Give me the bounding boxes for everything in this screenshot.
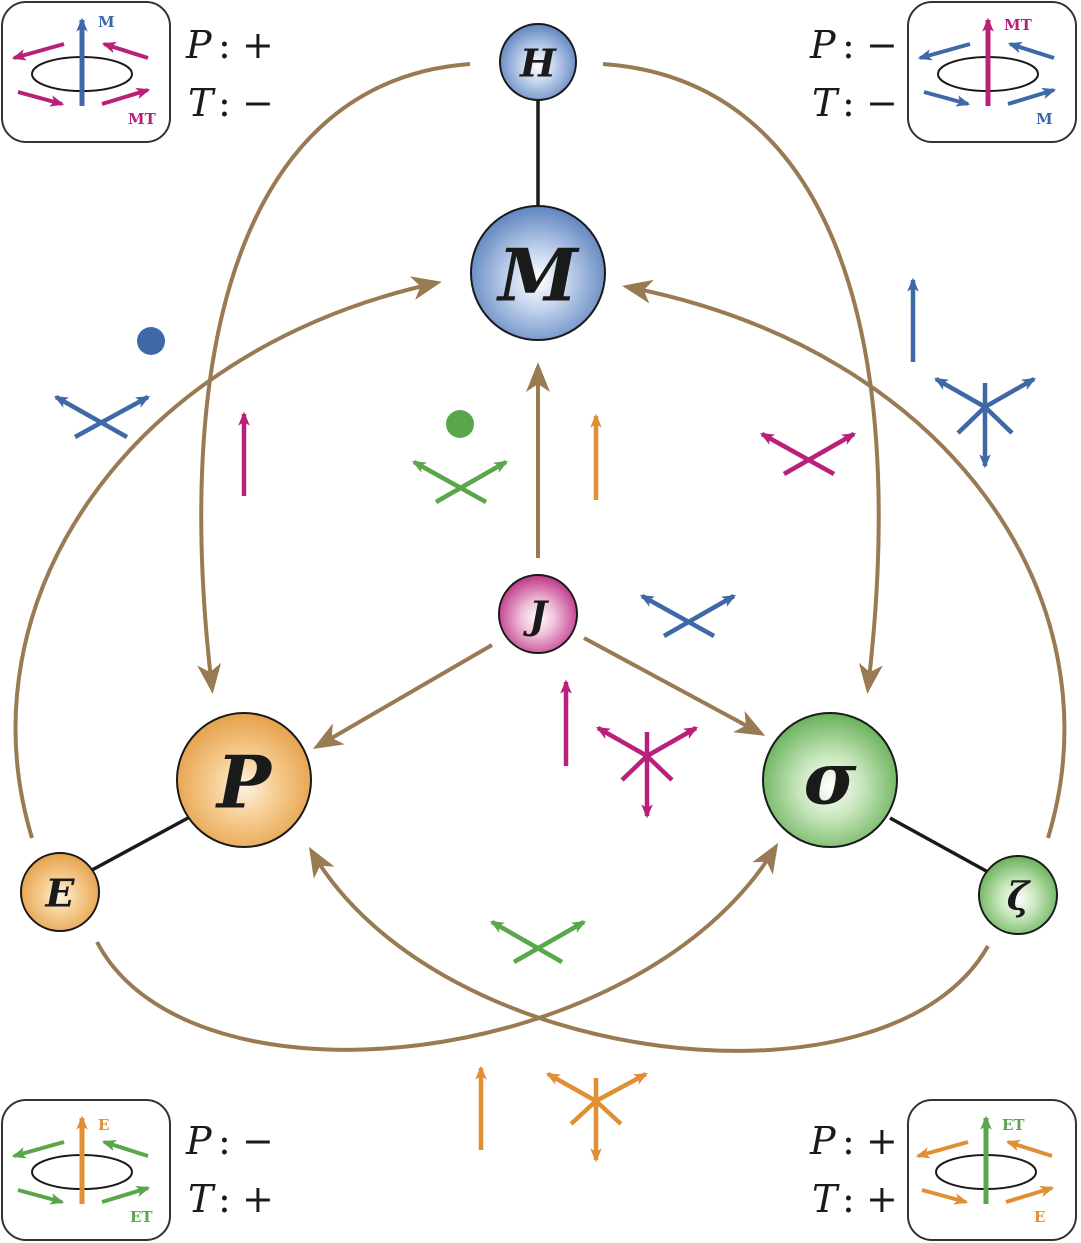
- node-E[interactable]: E: [20, 852, 100, 932]
- separator-text: :: [842, 81, 855, 125]
- magenta-cross-arrows-icon: [759, 432, 857, 476]
- coupling-edges: [13, 62, 1067, 1053]
- edge-H-to-sigma: [602, 62, 883, 694]
- edge-zeta-to-P: [308, 846, 990, 1053]
- node-J[interactable]: J: [498, 574, 578, 654]
- parity-sign: +: [866, 1119, 898, 1163]
- node-M[interactable]: M: [470, 205, 606, 341]
- magenta-triad-arrows-icon: [595, 726, 699, 819]
- blue-dot-icon: [137, 327, 165, 355]
- separator-text: :: [218, 1119, 231, 1163]
- ring-tag-label: M: [1036, 110, 1053, 128]
- node-sigma-label: σ: [803, 736, 857, 821]
- pt-labels-top-left: P : + T : −: [185, 23, 274, 125]
- parity-sign: −: [866, 23, 898, 67]
- axis-tag-label: ET: [1002, 1116, 1025, 1134]
- pt-labels-bottom-right: P : + T : +: [809, 1119, 898, 1221]
- time-reversal-sign: +: [866, 1177, 898, 1221]
- parity-label: P: [809, 1119, 837, 1163]
- axis-tag-label: M: [98, 13, 115, 31]
- pt-labels-top-right: P : − T : −: [809, 23, 898, 125]
- ring-tag-label: E: [1034, 1208, 1045, 1226]
- blue-cross-arrows-icon: [53, 395, 151, 439]
- time-reversal-sign: +: [242, 1177, 274, 1221]
- node-H[interactable]: H: [499, 23, 577, 101]
- separator-text: :: [842, 1119, 855, 1163]
- edge-J-to-sigma: [583, 636, 766, 736]
- axis-tag-label: MT: [1004, 16, 1033, 34]
- time-reversal-label: T: [188, 81, 216, 125]
- time-reversal-sign: −: [866, 81, 898, 125]
- node-zeta-label: ζ: [1007, 874, 1032, 919]
- green-cross-arrows-icon: [489, 920, 587, 964]
- corner-box-top-right: MT M: [907, 1, 1077, 143]
- ring-tag-label: MT: [128, 110, 157, 128]
- time-reversal-sign: −: [242, 81, 274, 125]
- time-reversal-label: T: [812, 1177, 840, 1221]
- parity-label: P: [185, 1119, 213, 1163]
- node-sigma[interactable]: σ: [762, 712, 898, 848]
- node-H-label: H: [519, 41, 557, 86]
- parity-sign: +: [242, 23, 274, 67]
- green-cross-arrows-icon: [411, 460, 509, 504]
- corner-box-bottom-right: ET E: [907, 1099, 1077, 1241]
- conjugate-links: [91, 100, 989, 874]
- separator-text: :: [218, 1177, 231, 1221]
- time-reversal-label: T: [188, 1177, 216, 1221]
- node-M-label: M: [495, 233, 580, 318]
- link-sigma-zeta: [889, 816, 989, 874]
- edge-E-to-sigma: [95, 842, 779, 1052]
- node-E-label: E: [45, 871, 76, 916]
- separator-text: :: [218, 23, 231, 67]
- edge-J-to-P: [312, 643, 494, 750]
- node-P-label: P: [215, 740, 273, 825]
- orange-triad-arrows-icon: [545, 1072, 649, 1163]
- corner-box-top-left: M MT: [1, 1, 171, 143]
- blue-cross-arrows-icon: [639, 594, 737, 638]
- node-P[interactable]: P: [176, 712, 312, 848]
- corner-box-bottom-left: E ET: [1, 1099, 171, 1241]
- blue-triad-arrows-icon: [933, 377, 1037, 469]
- parity-label: P: [185, 23, 213, 67]
- axis-tag-label: E: [98, 1116, 109, 1134]
- time-reversal-label: T: [812, 81, 840, 125]
- parity-sign: −: [242, 1119, 274, 1163]
- separator-text: :: [842, 1177, 855, 1221]
- link-E-P: [91, 816, 189, 872]
- pt-labels-bottom-left: P : − T : +: [185, 1119, 274, 1221]
- edge-E-to-M: [13, 276, 442, 839]
- node-zeta[interactable]: ζ: [978, 855, 1058, 935]
- separator-text: :: [218, 81, 231, 125]
- parity-label: P: [809, 23, 837, 67]
- edge-H-to-P: [197, 62, 471, 694]
- separator-text: :: [842, 23, 855, 67]
- ring-tag-label: ET: [130, 1208, 153, 1226]
- green-dot-icon: [446, 410, 474, 438]
- edge-zeta-to-M: [622, 279, 1067, 839]
